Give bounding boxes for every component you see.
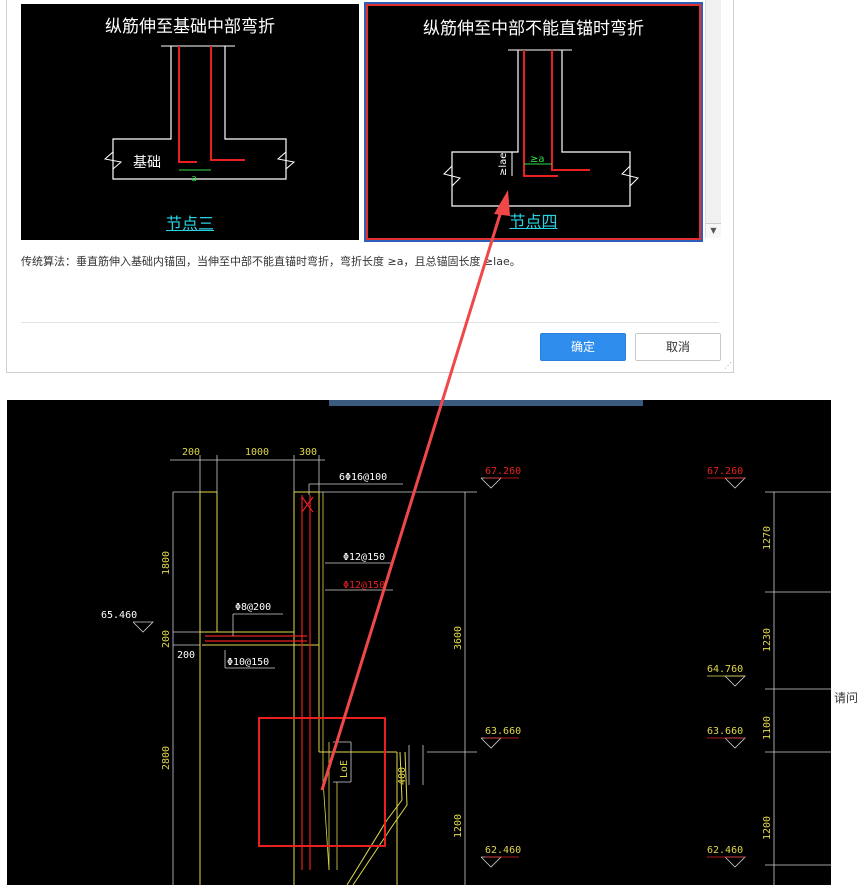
dim-1200: 1200 <box>453 814 464 838</box>
dim-200-left: 200 <box>161 630 172 648</box>
node-three-title: 纵筋伸至基础中部弯折 <box>105 17 275 37</box>
node-four-label: 节点四 <box>509 212 558 231</box>
rebar-d12-label-red: Φ12@150 <box>343 580 385 591</box>
dim-1000-top: 1000 <box>245 447 269 458</box>
elevation-col2-1: 67.260 <box>707 466 743 477</box>
dim-1100: 1100 <box>762 716 773 740</box>
highlight-box <box>258 717 386 847</box>
label-loe: LoE <box>339 760 350 778</box>
node-four-diagram: ≥lae ≥a <box>443 49 639 207</box>
dim-1200-right: 1200 <box>762 816 773 840</box>
question-text: 请问 <box>834 691 859 705</box>
node-three-diagram: a 基础 <box>103 45 296 184</box>
elevation-col2-2: 64.760 <box>707 664 743 675</box>
dim-1800: 1800 <box>161 551 172 575</box>
anchorage-settings-dialog: 纵筋伸至基础中部弯折 a 基础 节点三 纵筋伸至中部不能直锚时弯折 <box>6 0 734 373</box>
rebar-d12-label-white: Φ12@150 <box>343 552 385 563</box>
node-four-title: 纵筋伸至中部不能直锚时弯折 <box>423 19 644 39</box>
dim-200-top: 200 <box>182 447 200 458</box>
elevation-col1-2: 63.660 <box>485 726 521 737</box>
node-four-dim-lae: ≥lae <box>498 153 509 176</box>
method-description: 传统算法：垂直筋伸入基础内锚固，当伸至中部不能直锚时弯折，弯折长度 ≥a，且总锚… <box>21 255 521 268</box>
dialog-divider <box>21 322 719 323</box>
dim-2800: 2800 <box>161 746 172 770</box>
node-three-foundation-text: 基础 <box>133 154 161 171</box>
dim-400: 400 <box>397 767 408 785</box>
resize-grip-icon[interactable]: ⋰ <box>724 361 732 370</box>
cad-drawing: 200 1000 300 6Φ16@100 Φ12@150 Φ12@150 Φ8… <box>7 400 831 885</box>
elevation-col2-4: 62.460 <box>707 845 743 856</box>
node-three-dim-a: a <box>191 174 197 184</box>
dim-300-top: 300 <box>299 447 317 458</box>
dim-3600: 3600 <box>453 626 464 650</box>
rebar-d8-label: Φ8@200 <box>235 602 271 613</box>
diagram-scrollbar[interactable]: ▼ <box>705 0 721 238</box>
dim-200-left-b: 200 <box>177 650 195 661</box>
rebar-d10-label: Φ10@150 <box>227 657 269 668</box>
dim-1230: 1230 <box>762 628 773 652</box>
confirm-button[interactable]: 确定 <box>540 333 626 361</box>
node-four-panel[interactable]: 纵筋伸至中部不能直锚时弯折 ≥lae ≥a 节点四 <box>364 2 703 242</box>
elevation-col1-3: 62.460 <box>485 845 521 856</box>
rebar-6d16-label: 6Φ16@100 <box>339 472 387 483</box>
dim-1270: 1270 <box>762 526 773 550</box>
elevation-left: 65.460 <box>101 610 137 621</box>
scroll-down-icon[interactable]: ▼ <box>706 223 721 238</box>
cancel-button[interactable]: 取消 <box>635 333 721 361</box>
elevation-col1-1: 67.260 <box>485 466 521 477</box>
cad-section-view: 200 1000 300 6Φ16@100 Φ12@150 Φ12@150 Φ8… <box>101 447 831 885</box>
node-four-dim-a: ≥a <box>530 154 545 165</box>
node-three-panel[interactable]: 纵筋伸至基础中部弯折 a 基础 节点三 <box>21 4 359 240</box>
node-three-label: 节点三 <box>165 214 214 233</box>
elevation-col2-3: 63.660 <box>707 726 743 737</box>
